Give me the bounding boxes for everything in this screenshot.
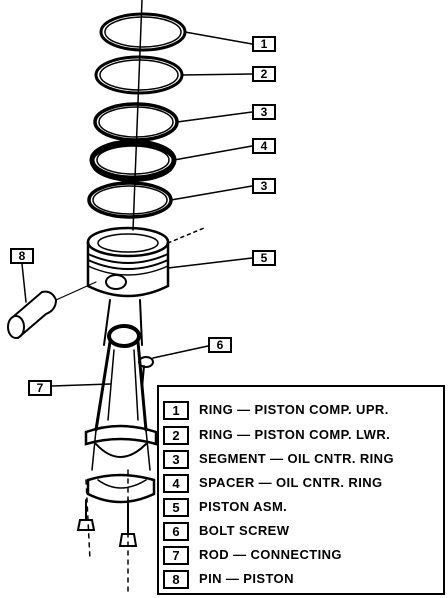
legend-row: 2 RING — PISTON COMP. LWR. [163,426,443,446]
legend-label: PISTON ASM. [199,499,288,514]
legend-label: RING — PISTON COMP. UPR. [199,402,389,417]
legend-number: 7 [163,546,189,565]
legend-row: 6 BOLT SCREW [163,522,443,542]
legend-number: 1 [163,401,189,420]
legend-row: 4 SPACER — OIL CNTR. RING [163,474,443,494]
center-axis [132,0,143,231]
callout-3-lower: 3 [252,178,276,194]
callout-5: 5 [252,250,276,266]
legend-label: SEGMENT — OIL CNTR. RING [199,451,394,466]
legend-label: SPACER — OIL CNTR. RING [199,475,383,490]
legend-label: BOLT SCREW [199,523,290,538]
legend-label: PIN — PISTON [199,571,294,586]
piston-pin [7,281,97,339]
legend-row: 7 ROD — CONNECTING [163,546,443,566]
legend-number: 8 [163,570,189,589]
legend-row: 8 PIN — PISTON [163,570,443,590]
legend-label: ROD — CONNECTING [199,547,342,562]
legend-number: 6 [163,522,189,541]
callout-3-upper: 3 [252,104,276,120]
callout-6: 6 [208,337,232,353]
callout-7: 7 [28,380,52,396]
parts-legend: 1 RING — PISTON COMP. UPR. 2 RING — PIST… [157,385,445,595]
bolt-right [118,499,138,547]
ring-4-spacer [89,139,177,182]
bolt-left [76,499,96,531]
legend-number: 2 [163,426,189,445]
legend-row: 5 PISTON ASM. [163,498,443,518]
callout-4: 4 [252,138,276,154]
legend-row: 3 SEGMENT — OIL CNTR. RING [163,450,443,470]
ring-1 [99,12,187,52]
legend-row: 1 RING — PISTON COMP. UPR. [163,401,443,421]
piston [86,226,205,298]
legend-label: RING — PISTON COMP. LWR. [199,427,391,442]
legend-number: 5 [163,498,189,517]
ring-3-lower [87,181,173,219]
legend-number: 4 [163,474,189,493]
callout-8: 8 [10,248,34,264]
bolt-screw [138,356,154,389]
legend-number: 3 [163,450,189,469]
callout-2: 2 [252,66,276,82]
connecting-rod [84,299,158,504]
callout-1: 1 [252,36,276,52]
